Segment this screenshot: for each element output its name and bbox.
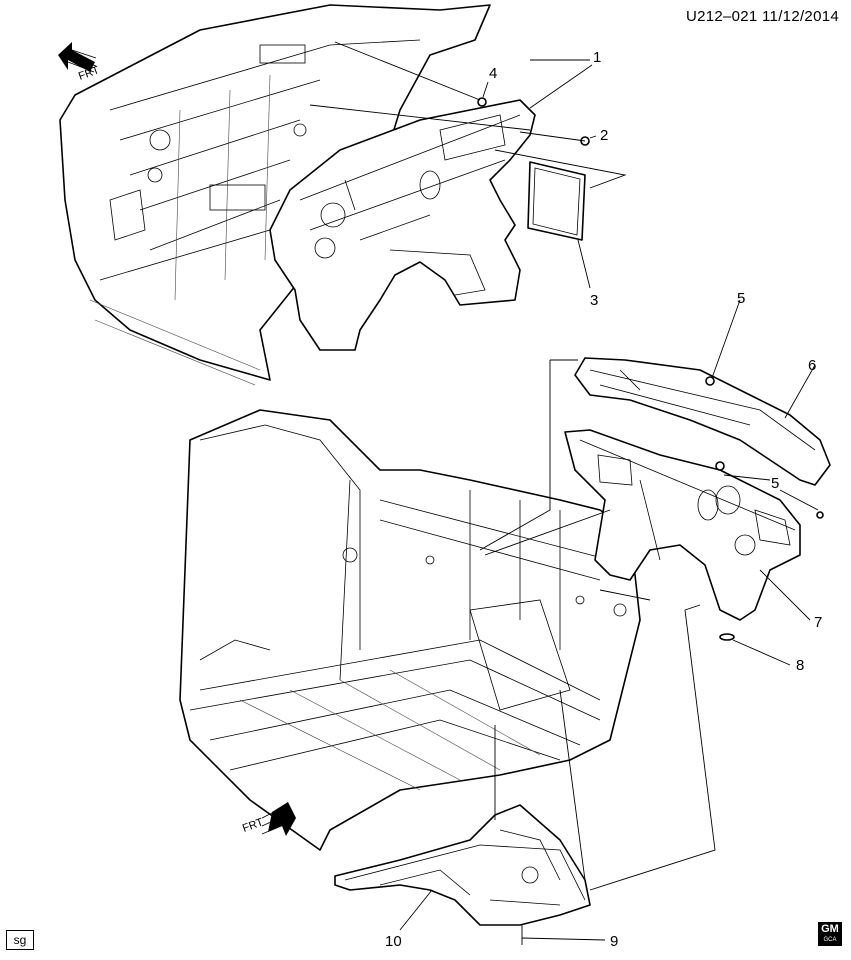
- fastener-5-upper: [705, 376, 715, 386]
- callout-2: 2: [600, 127, 608, 144]
- dash-insulator-upper: [269, 99, 536, 351]
- gm-logo: GM GCA: [818, 922, 842, 946]
- callout-9: 9: [610, 933, 618, 950]
- callout-6: 6: [808, 357, 816, 374]
- sound-pad: [527, 161, 586, 241]
- fastener-right: [816, 511, 824, 519]
- callout-8: 8: [796, 657, 804, 674]
- callout-4: 4: [489, 65, 497, 82]
- front-direction-arrow-top: FRT: [58, 42, 101, 83]
- sg-tag: sg: [6, 930, 34, 950]
- callout-3: 3: [590, 292, 598, 309]
- lower-body-structure: [179, 409, 641, 851]
- callout-5-upper: 5: [737, 290, 745, 307]
- dash-insulator-lower: [564, 429, 801, 621]
- callout-5-lower: 5: [771, 475, 779, 492]
- fastener-8: [719, 633, 735, 641]
- callout-1: 1: [593, 49, 601, 66]
- fastener-5-lower: [715, 461, 725, 471]
- floor-insulator: [334, 804, 591, 926]
- diagram-reference: U212–021 11/12/2014: [685, 8, 839, 25]
- upper-body-structure: [59, 4, 491, 386]
- frt-label-bottom: FRT: [241, 816, 265, 835]
- gm-logo-text: GM: [821, 923, 839, 935]
- callout-7: 7: [814, 614, 822, 631]
- gm-logo-sub: GCA: [823, 937, 837, 943]
- callout-10: 10: [385, 933, 402, 950]
- dash-insulator-strip: [574, 357, 831, 486]
